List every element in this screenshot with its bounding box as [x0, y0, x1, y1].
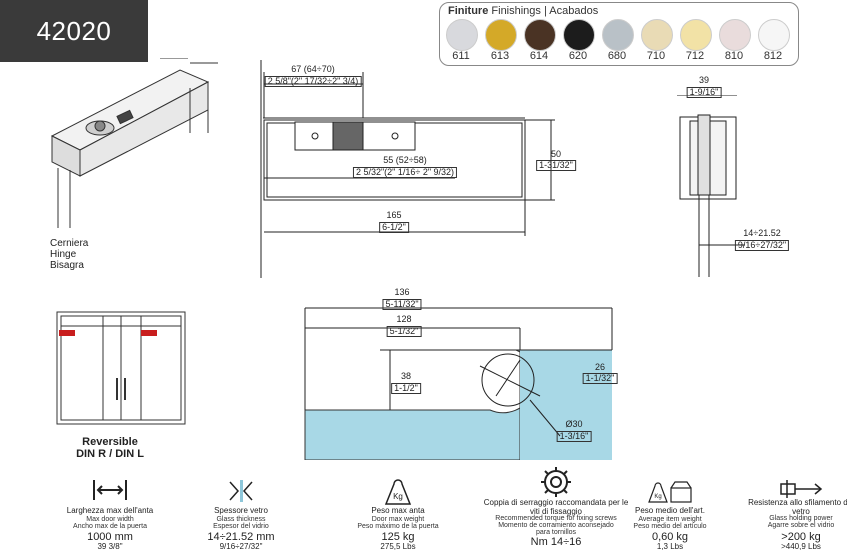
finish-code-680: 680 — [607, 50, 627, 62]
spec-title: Spessore vetro — [214, 506, 268, 515]
dim-136-in: 5-11/32" — [382, 299, 422, 310]
spec-title: Peso max anta — [371, 506, 425, 515]
dim-glass: 14÷21.52 — [743, 228, 781, 238]
dim-136: 136 — [394, 287, 410, 297]
finish-swatch-611 — [446, 19, 478, 51]
finish-swatch-613 — [485, 19, 517, 51]
glass-thickness-icon — [226, 478, 256, 509]
spec-value-imperial: 9/16÷27/32" — [219, 542, 263, 551]
spec-sub-es: Momento de corramiento aconsejado para t… — [498, 522, 614, 536]
spec-sub-en: Average item weight — [638, 516, 702, 523]
finishes-title: Finiture Finishings | Acabados — [448, 5, 599, 17]
spec-title: Larghezza max dell'anta — [66, 506, 154, 515]
dim-26-in: 1-1/32" — [582, 373, 618, 384]
spec-sub-en: Glass thickness — [216, 516, 266, 523]
finish-swatch-680 — [602, 19, 634, 51]
side-view-drawing — [677, 95, 745, 277]
dim-30-in: 1-3/16" — [556, 431, 592, 442]
spec-value: 125 kg — [381, 531, 415, 543]
finish-code-613: 613 — [490, 50, 510, 62]
spec-sub-es: Ancho max de la puerta — [73, 523, 147, 530]
spec-value: Nm 14÷16 — [530, 536, 582, 548]
finish-code-710: 710 — [646, 50, 666, 62]
finish-code-611: 611 — [452, 50, 470, 62]
spec-value: 0,60 kg — [651, 531, 689, 543]
spec-sub-es: Peso medio del artículo — [633, 523, 707, 530]
spec-value: 1000 mm — [87, 531, 133, 543]
dim-67: 67 (64÷70) — [291, 64, 335, 74]
finish-code-620: 620 — [568, 50, 588, 62]
dim-30: Ø30 — [565, 419, 583, 429]
dim-128: 128 — [396, 314, 412, 324]
reversible-din: DIN R / DIN L — [76, 448, 144, 460]
door-elevation-drawing — [56, 311, 186, 425]
svg-text:Kg: Kg — [393, 492, 403, 501]
finish-code-810: 810 — [724, 50, 744, 62]
dim-38: 38 — [400, 371, 412, 381]
dim-glass-in: 9/16÷27/32" — [734, 240, 790, 251]
finish-swatch-620 — [563, 19, 595, 51]
dim-165-in: 6-1/2" — [379, 222, 409, 233]
dim-39-in: 1-9/16" — [686, 87, 722, 98]
width-icon — [92, 478, 128, 507]
dim-165: 165 — [386, 210, 402, 220]
finish-swatch-812 — [758, 19, 790, 51]
dim-39: 39 — [698, 75, 710, 85]
front-view-drawing — [260, 60, 555, 278]
dim-26: 26 — [594, 362, 606, 372]
spec-value: 14÷21.52 mm — [207, 531, 275, 543]
spec-value-imperial: 1,3 Lbs — [656, 542, 684, 551]
dim-55-in: 2 5/32"(2" 1/16÷ 2" 9/32) — [352, 167, 458, 178]
finishes-panel: Finiture Finishings | Acabados 611 613 614… — [439, 2, 799, 66]
torque-gear-icon — [538, 465, 574, 504]
spec-value: >200 kg — [781, 531, 821, 543]
spec-title: Coppia di serraggio raccomandata per le … — [483, 498, 629, 516]
spec-title: Peso medio dell'art. — [634, 506, 706, 515]
spec-value-imperial: >440,9 Lbs — [781, 542, 821, 551]
finish-code-712: 712 — [685, 50, 705, 62]
spec-value-imperial: 39 3/8" — [97, 542, 123, 551]
dim-50-in: 1-31/32" — [536, 160, 576, 171]
glass-cutout-drawing — [304, 307, 613, 460]
dim-128-in: 5-1/32" — [386, 326, 422, 337]
dim-55: 55 (52÷58) — [383, 155, 427, 165]
spec-title: Resistenza allo sfilamento del vetro — [748, 498, 847, 516]
finish-swatch-614 — [524, 19, 556, 51]
product-code: 42020 — [0, 0, 148, 62]
hinge-3d-illustration — [50, 58, 218, 228]
finish-code-614: 614 — [529, 50, 549, 62]
spec-sub-es: Espesor del vidrio — [213, 523, 269, 530]
spec-sub-en: Recommended torque for fixing screws — [495, 515, 617, 522]
svg-text:Kg: Kg — [654, 494, 661, 500]
spec-sub-en: Door max weight — [371, 516, 425, 523]
finish-swatch-712 — [680, 19, 712, 51]
glass-holding-icon — [777, 478, 825, 505]
reversible-title: Reversible — [82, 436, 138, 448]
dim-50: 50 — [550, 149, 562, 159]
dim-38-in: 1-1/2" — [391, 383, 421, 394]
spec-value-imperial: 275,5 Lbs — [380, 542, 416, 551]
spec-sub-en: Glass holding power — [769, 515, 833, 522]
finish-swatch-810 — [719, 19, 751, 51]
spec-sub-es: Agarre sobre el vidrio — [767, 522, 835, 529]
spec-sub-en: Max door width — [86, 516, 134, 523]
finish-code-812: 812 — [763, 50, 783, 62]
finish-swatch-710 — [641, 19, 673, 51]
weight-icon: Kg — [380, 478, 416, 511]
spec-sub-es: Peso máximo de la puerta — [357, 523, 439, 530]
dim-67-in: 2 5/8"(2" 17/32÷2" 3/4) — [264, 76, 362, 87]
item-weight-icon: Kg — [645, 478, 695, 511]
